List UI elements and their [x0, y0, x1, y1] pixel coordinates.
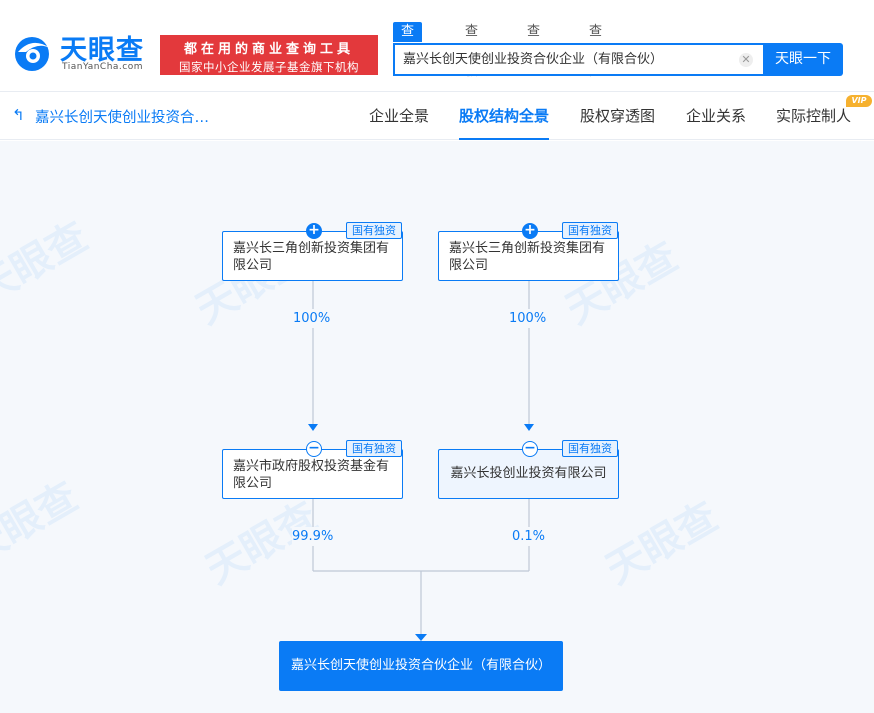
logo-text: 天眼查 [60, 35, 144, 66]
sub-navigation: ↰ 嘉兴长创天使创业投资合… 企业全景 股权结构全景 股权穿透图 企业关系 实际… [0, 92, 874, 140]
search-input-value: 嘉兴长创天使创业投资合伙企业（有限合伙） [403, 52, 664, 67]
tab-search-boss[interactable]: 查老板 [465, 24, 479, 79]
share-percentage: 100% [509, 309, 547, 328]
collapse-icon[interactable]: − [522, 441, 538, 457]
node-company-name: 嘉兴市政府股权投资基金有限公司 [233, 459, 390, 491]
node-company-name: 嘉兴长三角创新投资集团有限公司 [233, 241, 390, 273]
shareholder-node[interactable]: 嘉兴长三角创新投资集团有限公司 国有独资 + [438, 222, 619, 281]
state-owned-badge: 国有独资 [562, 440, 618, 457]
clear-icon[interactable]: ✕ [739, 53, 753, 67]
slogan-line-1: 都在用的商业查询工具 [183, 42, 354, 57]
collapse-icon[interactable]: − [306, 441, 322, 457]
nav-equity-penetration[interactable]: 股权穿透图 [580, 107, 656, 125]
state-owned-badge: 国有独资 [562, 222, 618, 239]
shareholder-node[interactable]: 嘉兴长三角创新投资集团有限公司 国有独资 + [222, 222, 403, 281]
node-company-name: 嘉兴长投创业投资有限公司 [450, 466, 607, 481]
slogan-line-2: 国家中小企业发展子基金旗下机构 [179, 60, 359, 74]
share-percentage: 0.1% [512, 527, 546, 546]
nav-enterprise-relations[interactable]: 企业关系 [686, 107, 747, 125]
connector-lines [308, 281, 534, 641]
expand-icon[interactable]: + [306, 223, 322, 239]
node-company-name: 嘉兴长三角创新投资集团有限公司 [449, 241, 606, 273]
shareholder-node[interactable]: 嘉兴长投创业投资有限公司 国有独资 − [438, 440, 619, 499]
logo-subtext: TianYanCha.com [62, 62, 144, 72]
expand-icon[interactable]: + [522, 223, 538, 239]
logo-eye-icon [15, 37, 50, 71]
search-button[interactable]: 天眼一下 [763, 43, 843, 76]
equity-graph-canvas[interactable]: 天眼查 天眼查 天眼查 天眼查 天眼查 天眼查 嘉兴长三角创新投资集团有限公司 … [0, 141, 874, 713]
slogan-banner: 都在用的商业查询工具 国家中小企业发展子基金旗下机构 [160, 35, 378, 75]
tab-search-relation[interactable]: 查关系 [527, 24, 541, 79]
tab-search-risk[interactable]: 查风险 [589, 24, 603, 79]
nav-equity-structure[interactable]: 股权结构全景 [459, 105, 550, 140]
state-owned-badge: 国有独资 [346, 222, 402, 239]
search-input[interactable]: 嘉兴长创天使创业投资合伙企业（有限合伙） ✕ [393, 43, 763, 76]
tab-search-company[interactable]: 查公司 [393, 22, 423, 79]
back-arrow-icon: ↰ [12, 106, 25, 124]
target-company-node[interactable]: 嘉兴长创天使创业投资合伙企业（有限合伙） [279, 641, 563, 691]
vip-badge: VIP [846, 95, 872, 107]
nav-actual-controller[interactable]: 实际控制人 [776, 107, 852, 125]
share-percentage: 100% [293, 309, 331, 328]
breadcrumb[interactable]: 嘉兴长创天使创业投资合… [35, 110, 209, 126]
shareholder-node[interactable]: 嘉兴市政府股权投资基金有限公司 国有独资 − [222, 440, 403, 499]
state-owned-badge: 国有独资 [346, 440, 402, 457]
nav-enterprise-overview[interactable]: 企业全景 [369, 107, 430, 125]
back-button[interactable]: ↰ [12, 106, 28, 124]
top-header: 天眼查 TianYanCha.com 都在用的商业查询工具 国家中小企业发展子基… [0, 0, 874, 92]
share-percentage: 99.9% [292, 527, 334, 546]
logo[interactable]: 天眼查 TianYanCha.com [10, 28, 155, 78]
